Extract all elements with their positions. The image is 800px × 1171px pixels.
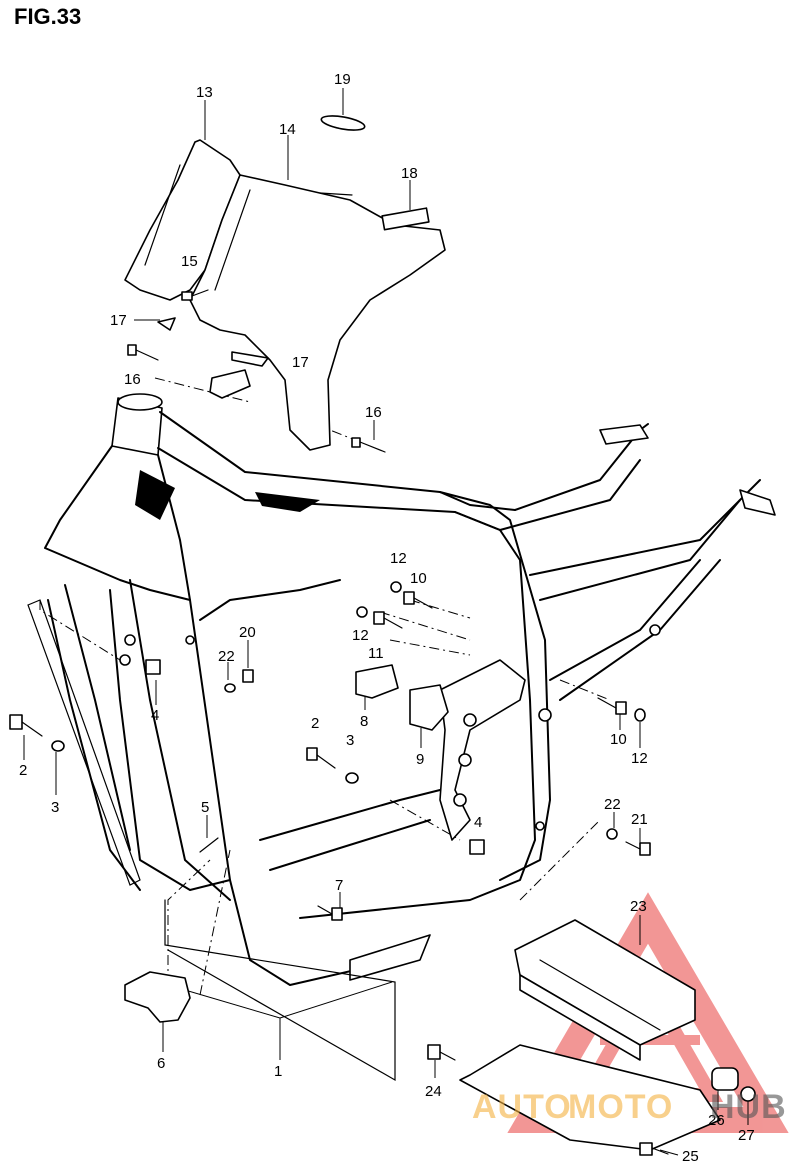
frame-cover-left [124, 139, 241, 301]
callout-2-center: 2 [311, 715, 319, 732]
battery-holder [459, 919, 721, 1151]
callout-17-right: 17 [292, 354, 309, 371]
callout-20: 20 [239, 624, 256, 641]
callout-4-left: 4 [151, 707, 159, 724]
callout-10-center: 10 [410, 570, 427, 587]
bolt-2-center [306, 747, 336, 769]
cover-bracket [209, 369, 251, 399]
callout-8: 8 [360, 713, 368, 730]
callout-24: 24 [425, 1083, 442, 1100]
callout-12-right: 12 [631, 750, 648, 767]
watermark-text: AUTO MOTO HUB [472, 1088, 787, 1126]
watermark-text-auto: AUTO [472, 1088, 572, 1126]
bolt-20 [242, 669, 254, 683]
callout-15: 15 [181, 253, 198, 270]
nut-4-left [145, 659, 161, 675]
bolt-16a [127, 344, 159, 361]
main-frame [27, 393, 776, 1082]
emblem-badge [320, 115, 366, 131]
nut-12-middle [356, 606, 368, 618]
frame-head-cover [189, 174, 446, 451]
washer-3-center [345, 772, 359, 784]
figure-title: FIG.33 [14, 4, 82, 29]
screw-15 [181, 289, 209, 301]
callout-3-left: 3 [51, 799, 59, 816]
callout-13: 13 [196, 84, 213, 101]
bracket-6 [124, 971, 191, 1023]
callout-17-left: 17 [110, 312, 127, 329]
washer-3-left [51, 740, 65, 752]
bolt-10-right [597, 697, 627, 715]
callout-5: 5 [201, 799, 209, 816]
callout-6: 6 [157, 1055, 165, 1072]
callout-labels: 1 2 2 3 3 4 4 5 6 7 8 9 10 10 11 12 12 1… [19, 71, 755, 1165]
bolt-24 [427, 1044, 456, 1061]
clip-17a [157, 317, 176, 331]
callout-22-left: 22 [218, 648, 235, 665]
bolt-21 [625, 841, 651, 856]
watermark-text-hub: HUB [710, 1088, 787, 1126]
clip-17b [231, 351, 269, 367]
callout-10-right: 10 [610, 731, 627, 748]
bracket-9 [409, 684, 449, 731]
washer-12-right [634, 708, 646, 722]
bolt-25 [639, 1142, 669, 1156]
callout-27: 27 [738, 1127, 755, 1144]
callout-18: 18 [401, 165, 418, 182]
callout-12-middle: 12 [352, 627, 369, 644]
bracket-8 [355, 664, 399, 699]
bolt-11 [373, 611, 403, 629]
callout-16-left: 16 [124, 371, 141, 388]
callout-11: 11 [368, 645, 384, 662]
callout-21: 21 [631, 811, 648, 828]
callout-26: 26 [708, 1112, 725, 1129]
leader-lines [23, 88, 749, 1156]
nut-12-upper [390, 581, 402, 593]
callout-1: 1 [274, 1063, 282, 1080]
cushion-26 [711, 1067, 739, 1091]
bolt-2-left [9, 714, 43, 737]
watermark-text-moto: MOTO [568, 1088, 673, 1126]
washer-22-left [224, 683, 236, 693]
nut-4-center [469, 839, 485, 855]
bolt-5 [199, 837, 219, 853]
callout-14: 14 [279, 121, 296, 138]
callout-16-center: 16 [365, 404, 382, 421]
callout-19: 19 [334, 71, 351, 88]
callout-9: 9 [416, 751, 424, 768]
callout-25: 25 [682, 1148, 699, 1165]
callout-7: 7 [335, 877, 343, 894]
bolt-16b [351, 437, 386, 453]
emblem-plate [381, 207, 430, 231]
callout-3-center: 3 [346, 732, 354, 749]
callout-12-upper: 12 [390, 550, 407, 567]
callout-22-right: 22 [604, 796, 621, 813]
bolt-7 [317, 905, 343, 921]
washer-22-right [606, 828, 618, 840]
bolt-10-center [403, 591, 433, 609]
callout-4-center: 4 [474, 814, 482, 831]
callout-2-left: 2 [19, 762, 27, 779]
cap-27 [740, 1086, 756, 1102]
callout-23: 23 [630, 898, 647, 915]
